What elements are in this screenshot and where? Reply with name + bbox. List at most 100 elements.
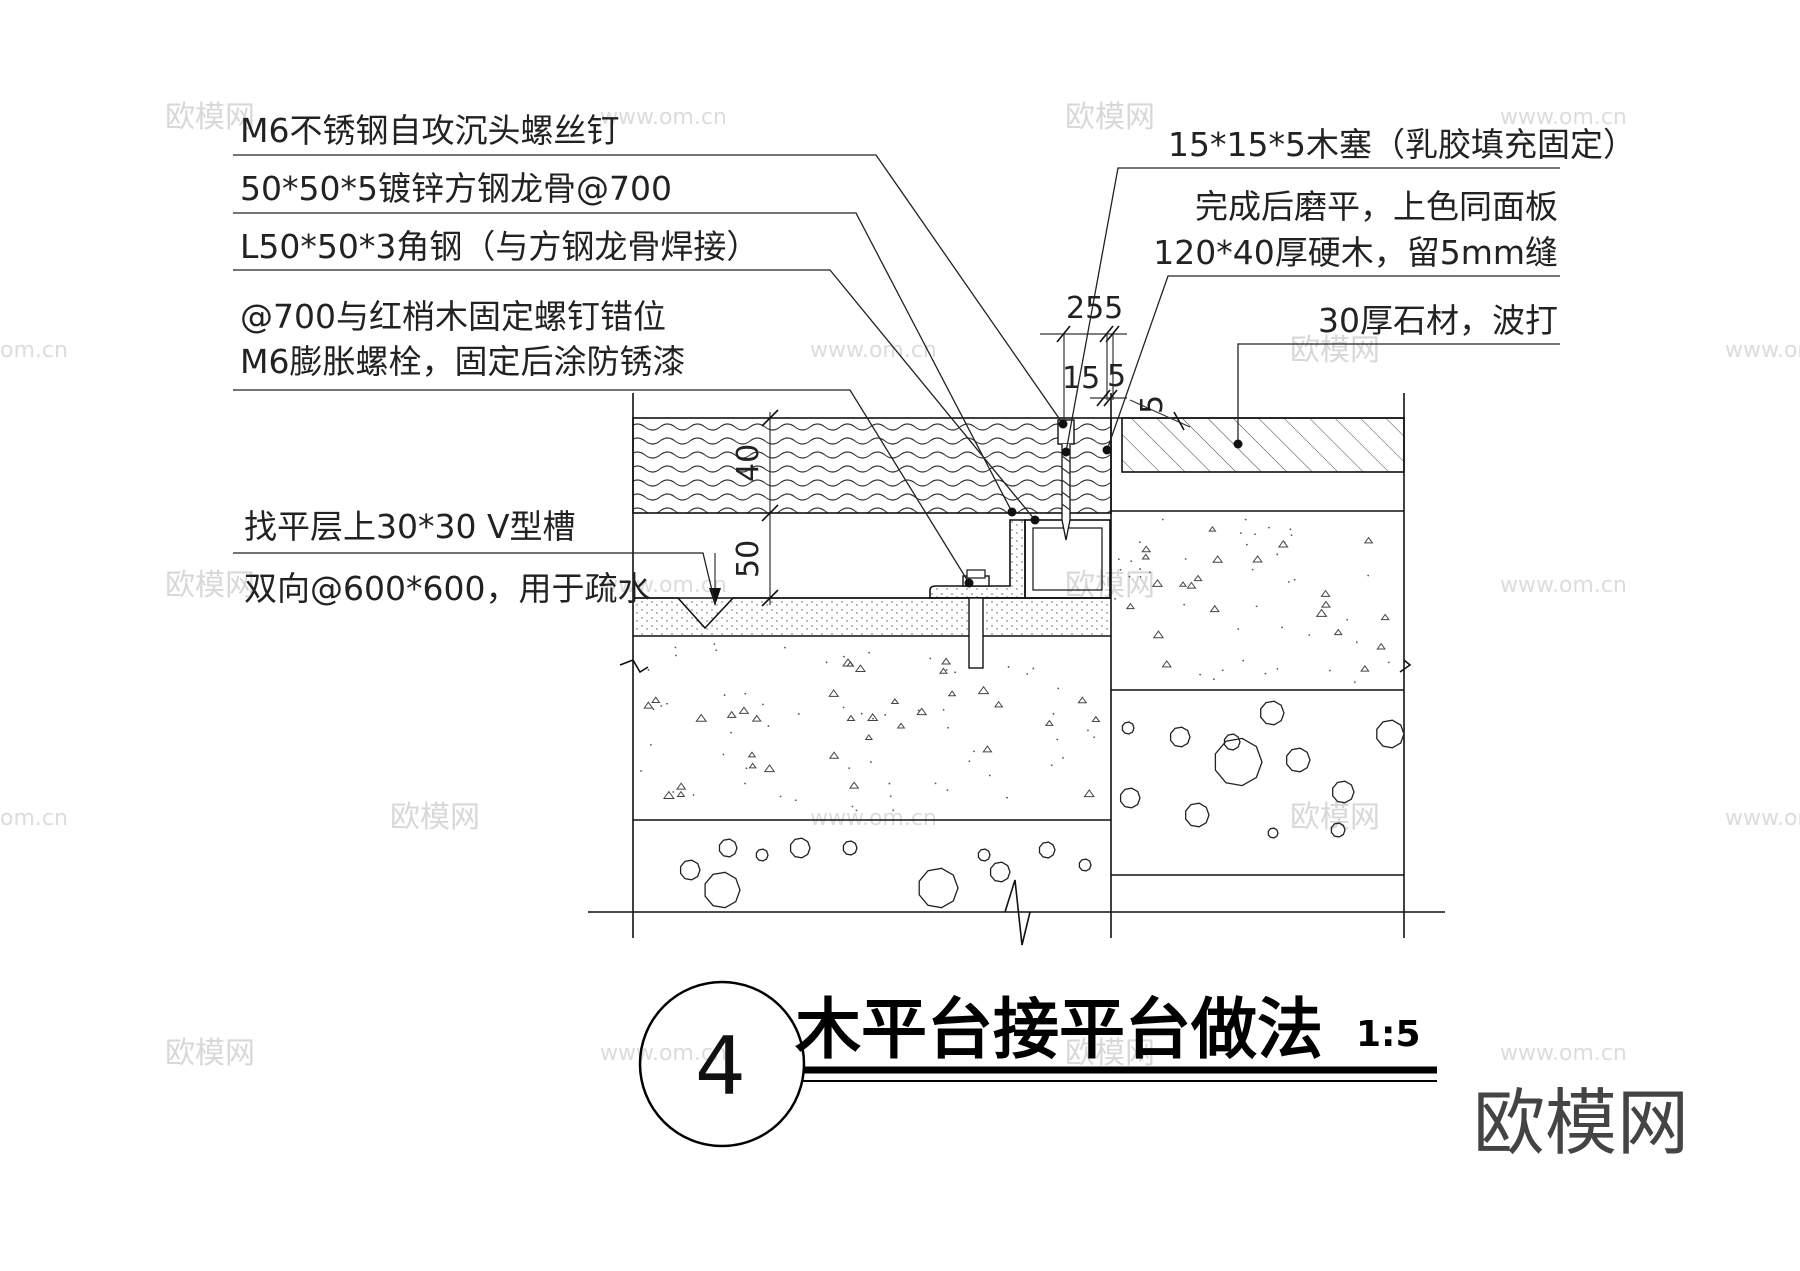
watermark-logo: 欧模网 <box>1290 800 1380 835</box>
watermark-url: www.om.cn <box>1500 105 1627 130</box>
concrete-dot <box>1290 534 1293 537</box>
concrete-dot <box>647 669 650 671</box>
concrete-speckle <box>864 734 874 740</box>
watermark-logo: 欧模网 <box>165 568 255 603</box>
concrete-dot <box>868 651 871 654</box>
concrete-dot <box>1221 669 1224 672</box>
watermark-url: www.om.cn <box>810 806 937 831</box>
watermark-url: www.om.cn <box>600 573 727 598</box>
concrete-dot <box>942 708 945 711</box>
label-bolt-line2: M6膨胀螺栓，固定后涂防锈漆 <box>240 342 685 381</box>
gravel-stone <box>1038 841 1056 859</box>
concrete-dot <box>744 782 746 785</box>
concrete-speckle <box>896 722 906 729</box>
concrete-dot <box>1026 673 1029 675</box>
concrete-dot <box>1087 729 1089 732</box>
concrete-dot <box>1212 678 1215 681</box>
concrete-dot <box>715 649 718 652</box>
concrete-dot <box>1161 518 1164 521</box>
gravel-stone <box>789 837 811 859</box>
concrete-speckle <box>1212 555 1224 563</box>
concrete-dot <box>1032 667 1035 670</box>
concrete-dot <box>1293 578 1296 581</box>
gravel-stone <box>989 861 1011 883</box>
concrete-dot <box>674 646 677 649</box>
watermark-url: www.om.cn <box>1500 1041 1627 1066</box>
concrete-dot <box>1276 667 1279 670</box>
gravel-stone <box>1267 827 1279 839</box>
stone-slab <box>1121 417 1405 473</box>
concrete-speckle <box>676 790 686 797</box>
concrete-speckle <box>1315 608 1328 617</box>
gravel-stone <box>918 867 959 909</box>
watermark-url: www.om.cn <box>600 105 727 130</box>
concrete-dot <box>842 706 845 709</box>
concrete-dot <box>1281 626 1284 629</box>
stone-platform-section <box>1111 393 1412 938</box>
concrete-dot <box>692 794 695 796</box>
expansion-bolt <box>968 597 984 669</box>
concrete-speckle <box>747 751 757 758</box>
concrete-speckle <box>1178 581 1188 587</box>
concrete-dot <box>917 709 920 712</box>
concrete-dot <box>884 713 887 716</box>
concrete-dot <box>1242 659 1245 662</box>
concrete-speckle <box>1161 660 1172 668</box>
concrete-dot <box>855 809 858 812</box>
concrete-dot <box>851 805 854 808</box>
concrete-speckle <box>1360 664 1370 672</box>
watermark-logo: 欧模网 <box>165 100 255 135</box>
concrete-dot <box>1114 597 1116 600</box>
concrete-dot <box>1199 673 1202 676</box>
concrete-dot <box>1117 558 1120 561</box>
concrete-speckle <box>676 782 687 790</box>
concrete-dot <box>1183 603 1186 606</box>
concrete-speckle <box>993 700 1004 708</box>
concrete-dot <box>1254 533 1256 536</box>
concrete-dot <box>794 799 797 802</box>
concrete-speckle <box>695 713 708 722</box>
watermark-logo: 欧模网 <box>390 800 480 835</box>
concrete-dot <box>672 791 675 793</box>
gravel-stone <box>718 838 738 858</box>
concrete-dot <box>1276 553 1279 556</box>
gravel-stone <box>1330 822 1346 838</box>
concrete-dot <box>825 661 828 664</box>
concrete-dot <box>1139 575 1142 578</box>
concrete-dot <box>946 789 949 791</box>
concrete-speckle <box>982 745 993 753</box>
concrete-dot <box>1062 756 1064 759</box>
concrete-dot <box>973 750 975 753</box>
concrete-dot <box>988 774 991 777</box>
concrete-dot <box>1244 518 1247 521</box>
concrete-layer <box>633 636 1111 820</box>
label-groove-line2: 双向@600*600，用于疏水 <box>244 569 650 608</box>
concrete-speckle <box>916 707 928 716</box>
concrete-speckle <box>939 667 948 674</box>
concrete-dot <box>1237 628 1240 630</box>
concrete-speckle <box>890 698 900 705</box>
concrete-dot <box>1255 605 1258 608</box>
concrete-dot <box>640 770 642 772</box>
concrete-dot <box>968 760 971 763</box>
concrete-dot <box>675 654 677 657</box>
gravel-stone <box>1214 737 1263 787</box>
concrete-speckle <box>662 790 675 800</box>
concrete-speckle <box>848 781 860 789</box>
concrete-dot <box>762 703 764 706</box>
dim-40: 40 <box>731 444 766 482</box>
concrete-dot <box>745 767 748 770</box>
concrete-speckle <box>1152 630 1165 639</box>
concrete-speckle <box>1208 525 1217 532</box>
concrete-dot <box>929 657 932 660</box>
concrete-dot <box>723 694 726 696</box>
concrete-dot <box>892 809 895 812</box>
concrete-dot <box>1130 560 1133 563</box>
concrete-dot <box>1387 661 1390 664</box>
concrete-dot <box>1184 558 1187 560</box>
drawing-title: 木平台接平台做法 <box>795 991 1323 1068</box>
dim-5-vertical: 5 <box>1135 395 1170 414</box>
gravel-stone <box>1078 858 1092 872</box>
label-groove-line1: 找平层上30*30 V型槽 <box>244 507 576 546</box>
brand-watermark: 欧模网 <box>1473 1081 1689 1165</box>
